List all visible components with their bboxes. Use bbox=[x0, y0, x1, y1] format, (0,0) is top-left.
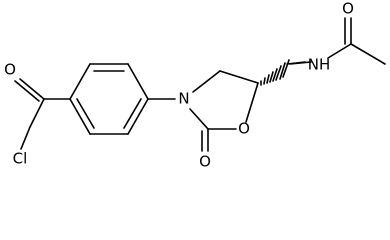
bond-benzene-inner-3 bbox=[76, 98, 95, 129]
atom-ring-nitrogen: N bbox=[178, 90, 189, 108]
bond-carbonyl-c-ch2 bbox=[29, 98, 45, 128]
bond-n-c4 bbox=[192, 70, 221, 93]
bond-benzene-1 bbox=[69, 63, 91, 100]
bond-carbonyl-c-o-1 bbox=[19, 78, 45, 100]
bond-benzene-3 bbox=[127, 63, 149, 100]
hashed-stereo-bond bbox=[260, 59, 290, 86]
bond-c5-o1 bbox=[245, 82, 259, 123]
atom-amide-oxygen: O bbox=[342, 0, 354, 18]
bond-c2-n bbox=[189, 108, 209, 130]
atom-chlorine: Cl bbox=[13, 150, 28, 168]
bond-carbonyl-c-o-2 bbox=[14, 80, 40, 102]
molecule-drawing: O Cl N O O NH O bbox=[4, 0, 386, 171]
structure-canvas: O Cl N O O NH O bbox=[4, 0, 386, 171]
bond-benzene-4 bbox=[127, 98, 149, 135]
atom-acyl-oxygen: O bbox=[4, 61, 16, 79]
atom-ring-oxygen: O bbox=[238, 120, 250, 138]
bond-ch2-cl bbox=[20, 126, 31, 150]
bond-c4-c5 bbox=[219, 70, 259, 84]
atom-ring-carbonyl-oxygen: O bbox=[199, 153, 211, 171]
bond-benzene-6 bbox=[69, 98, 91, 135]
bond-amide-c-methyl bbox=[350, 43, 386, 65]
atom-amide-nitrogen: NH bbox=[308, 56, 331, 74]
bond-ch2-down bbox=[286, 61, 306, 65]
bond-nh-carbonyl bbox=[327, 43, 352, 59]
bond-benzene-inner-2 bbox=[123, 98, 142, 129]
